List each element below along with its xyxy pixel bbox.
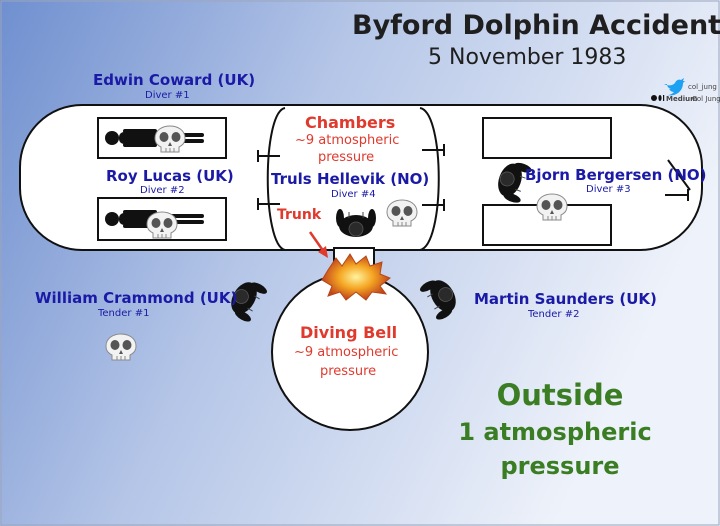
chambers-pressure-line1: ~9 atmospheric (295, 133, 400, 148)
person-name-roy: Roy Lucas (UK) (106, 167, 234, 185)
chamber-divider-left (266, 107, 286, 251)
medium-logo-icon (651, 95, 665, 101)
chambers-label: Chambers (305, 113, 396, 132)
medium-label: Medium (666, 95, 698, 103)
person-role-bjorn: Diver #3 (586, 184, 631, 195)
twitter-bird-icon (664, 78, 685, 96)
person-role-edwin: Diver #1 (145, 90, 190, 101)
person-role-truls: Diver #4 (331, 189, 376, 200)
outside-label: Outside (496, 378, 624, 412)
person-role-william: Tender #1 (98, 308, 150, 319)
diagram-date: 5 November 1983 (428, 45, 627, 70)
bunk-right-top (482, 117, 612, 159)
person-name-martin: Martin Saunders (UK) (474, 290, 657, 308)
person-name-truls: Truls Hellevik (NO) (271, 170, 430, 188)
diving-bell-pressure-line1: ~9 atmospheric (294, 345, 399, 360)
open-hatch (667, 159, 691, 191)
red-arrow-icon (308, 231, 328, 258)
person-name-william: William Crammond (UK) (35, 289, 238, 307)
chamber-divider-right (419, 107, 440, 251)
person-role-roy: Diver #2 (140, 185, 185, 196)
diagram-title: Byford Dolphin Accident (352, 10, 720, 41)
trunk-label: Trunk (277, 207, 322, 223)
twitter-handle: col_jung (688, 83, 717, 91)
outside-pressure-line1: 1 atmospheric (458, 418, 652, 446)
diving-bell-pressure-line2: pressure (320, 364, 377, 379)
diving-bell-label: Diving Bell (300, 323, 398, 342)
medium-author: Col Jung (692, 95, 720, 103)
person-role-martin: Tender #2 (528, 309, 580, 320)
explosion-icon (321, 253, 391, 301)
person-name-bjorn: Bjorn Bergersen (NO) (525, 166, 707, 184)
person-name-edwin: Edwin Coward (UK) (93, 71, 256, 89)
chambers-pressure-line2: pressure (318, 150, 375, 165)
outside-pressure-line2: pressure (500, 452, 620, 480)
